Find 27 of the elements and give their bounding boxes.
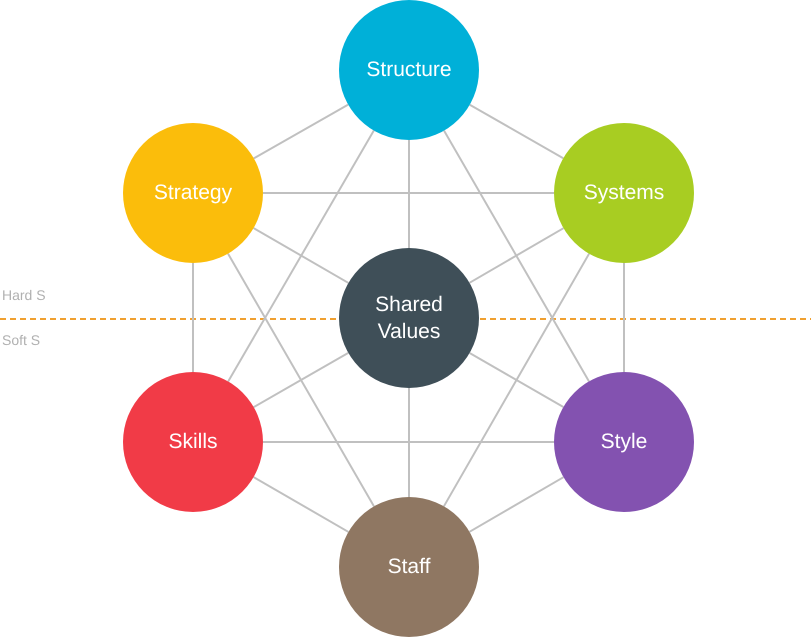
connector-line (408, 140, 410, 248)
element-label: Shared Values (374, 292, 444, 345)
element-label: Skills (168, 429, 218, 456)
connector-line (263, 441, 554, 443)
element-label: Style (600, 429, 648, 456)
connector-line (253, 476, 349, 533)
connector-line (469, 476, 564, 533)
connector-line (263, 192, 554, 194)
connector-line (623, 263, 625, 372)
connector-line (469, 104, 564, 160)
connector-line (227, 130, 375, 382)
connector-line (443, 130, 590, 382)
connector-line (253, 104, 349, 160)
zone-label: Soft S (2, 332, 40, 348)
connector-line (469, 352, 564, 408)
element-label: Staff (388, 554, 430, 580)
element-label: Structure (366, 57, 452, 84)
zone-label: Hard S (2, 287, 46, 303)
connector-line (253, 227, 349, 284)
connector-line (443, 253, 590, 507)
connector-line (469, 227, 564, 284)
element-label: Strategy (154, 180, 232, 206)
connector-line (192, 263, 194, 372)
element-label: Systems (584, 180, 664, 206)
connector-line (408, 388, 410, 497)
connector-line (227, 253, 375, 507)
connector-line (253, 352, 349, 408)
